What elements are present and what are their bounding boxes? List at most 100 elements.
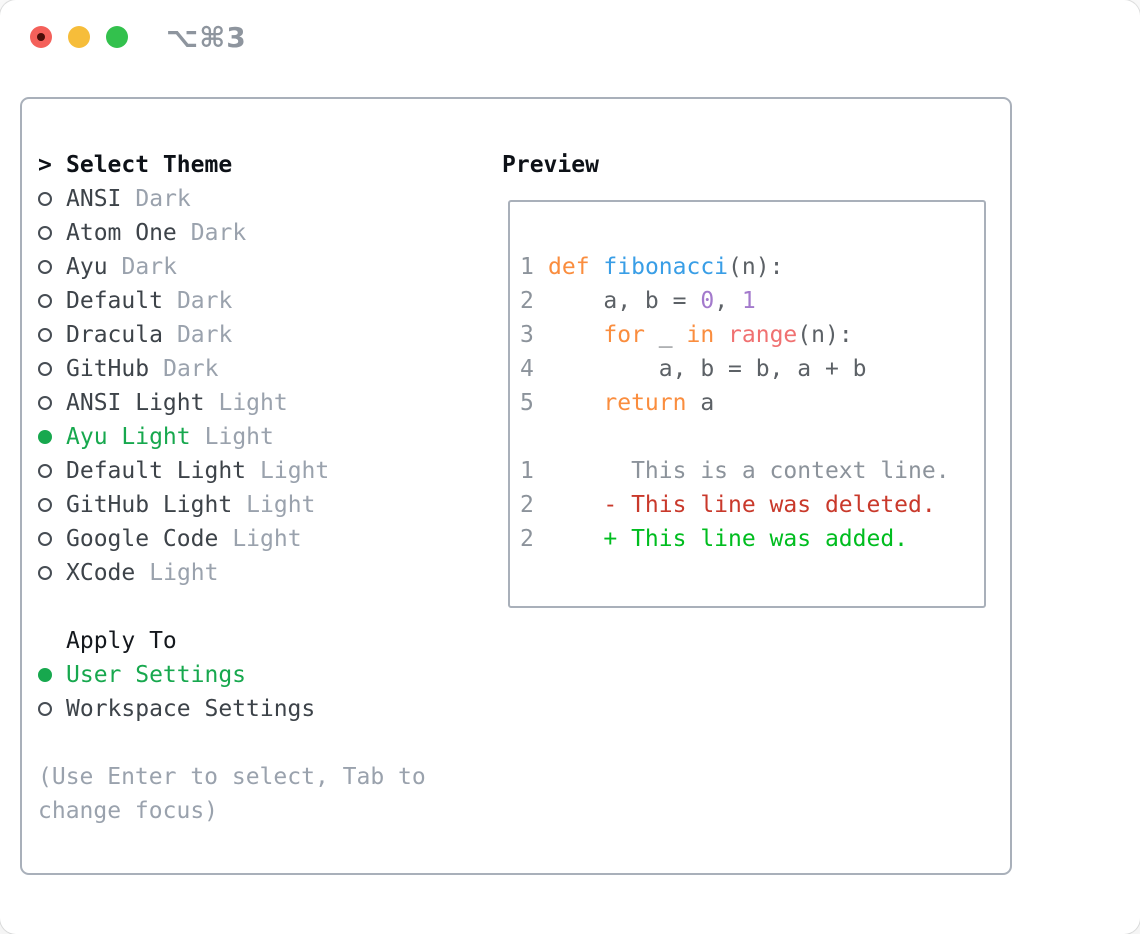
line-number: 2: [520, 526, 534, 552]
apply-option-label: Workspace Settings: [66, 696, 316, 722]
radio-icon: [38, 352, 66, 386]
code-tokens: return a: [603, 390, 715, 416]
theme-variant-tag: Dark: [135, 186, 191, 212]
theme-item-label: GitHub: [66, 356, 150, 382]
code-tokens: def fibonacci(n):: [548, 254, 784, 280]
theme-item-label: Ayu Light: [66, 424, 191, 450]
spacer-row: [38, 726, 426, 760]
line-number: 2: [520, 288, 534, 314]
code-tokens: a, b = b, a + b: [548, 356, 867, 382]
code-tokens: for _ in range(n):: [603, 322, 853, 348]
line-number: 2: [520, 492, 534, 518]
radio-icon: [38, 182, 66, 216]
apply-option-label: User Settings: [66, 662, 247, 688]
line-number: 1: [520, 458, 534, 484]
apply-to-title: Apply To: [66, 628, 177, 654]
code-tokens: a, b = 0, 1: [548, 288, 756, 314]
radio-icon: [38, 284, 66, 318]
hint-line-2: change focus): [38, 794, 426, 828]
theme-item-label: Ayu: [66, 254, 108, 280]
theme-item-label: GitHub Light: [66, 492, 233, 518]
prompt-icon: >: [38, 152, 52, 178]
theme-item-label: Dracula: [66, 322, 163, 348]
code-line: 2 - This line was deleted.: [520, 488, 950, 522]
radio-icon: [38, 454, 66, 488]
theme-item-default-light[interactable]: Default Light Light: [38, 454, 426, 488]
theme-variant-tag: Light: [218, 390, 288, 416]
code-line: [520, 420, 950, 454]
code-line: 2 + This line was added.: [520, 522, 950, 556]
code-tokens: - This line was deleted.: [548, 492, 936, 518]
preview-title: Preview: [502, 152, 599, 178]
radio-icon: [38, 318, 66, 352]
theme-item-label: ANSI Light: [66, 390, 205, 416]
apply-option-workspace-settings[interactable]: Workspace Settings: [38, 692, 426, 726]
code-tokens: This is a context line.: [548, 458, 950, 484]
indent-spacer: [38, 624, 66, 658]
theme-item-github-light[interactable]: GitHub Light Light: [38, 488, 426, 522]
line-number: 3: [520, 322, 534, 348]
apply-to-header-row: Apply To: [38, 624, 426, 658]
close-button[interactable]: [30, 26, 52, 48]
theme-item-github[interactable]: GitHub Dark: [38, 352, 426, 386]
hint-text: change focus): [38, 798, 219, 824]
picker-header-row: > Select Theme: [38, 148, 426, 182]
line-number: 4: [520, 356, 534, 382]
theme-variant-tag: Dark: [176, 322, 233, 348]
theme-variant-tag: Light: [260, 458, 330, 484]
radio-icon: [38, 692, 66, 726]
radio-icon: [38, 556, 66, 590]
radio-selected-icon: [38, 658, 66, 692]
theme-item-xcode[interactable]: XCode Light: [38, 556, 426, 590]
code-line: 3 for _ in range(n):: [520, 318, 950, 352]
theme-variant-tag: Dark: [121, 254, 177, 280]
theme-variant-tag: Light: [246, 492, 316, 518]
radio-icon: [38, 250, 66, 284]
theme-variant-tag: Dark: [176, 288, 233, 314]
code-tokens: + This line was added.: [548, 526, 909, 552]
radio-icon: [38, 386, 66, 420]
theme-item-ayu[interactable]: Ayu Dark: [38, 250, 426, 284]
titlebar: ⌥⌘3: [0, 0, 1140, 74]
hint-text: (Use Enter to select, Tab to: [38, 764, 426, 790]
theme-item-label: ANSI: [66, 186, 122, 212]
zoom-button[interactable]: [106, 26, 128, 48]
theme-item-label: Google Code: [66, 526, 219, 552]
line-number: 5: [520, 390, 534, 416]
minimize-button[interactable]: [68, 26, 90, 48]
picker-title: Select Theme: [66, 152, 233, 178]
code-line: 4 a, b = b, a + b: [520, 352, 950, 386]
theme-item-ansi-light[interactable]: ANSI Light Light: [38, 386, 426, 420]
theme-variant-tag: Light: [232, 526, 302, 552]
theme-variant-tag: Light: [149, 560, 219, 586]
radio-icon: [38, 216, 66, 250]
theme-item-label: Atom One: [66, 220, 177, 246]
theme-item-label: Default: [66, 288, 163, 314]
code-line: 1 This is a context line.: [520, 454, 950, 488]
code-line: 2 a, b = 0, 1: [520, 284, 950, 318]
code-line: 5 return a: [520, 386, 950, 420]
spacer-row: [38, 590, 426, 624]
theme-item-default[interactable]: Default Dark: [38, 284, 426, 318]
apply-option-user-settings[interactable]: User Settings: [38, 658, 426, 692]
theme-item-dracula[interactable]: Dracula Dark: [38, 318, 426, 352]
theme-item-label: XCode: [66, 560, 136, 586]
code-line: 1 def fibonacci(n):: [520, 250, 950, 284]
window-shortcut-label: ⌥⌘3: [166, 21, 247, 54]
theme-item-ansi[interactable]: ANSI Dark: [38, 182, 426, 216]
theme-item-label: Default Light: [66, 458, 247, 484]
line-number: 1: [520, 254, 534, 280]
theme-item-google-code[interactable]: Google Code Light: [38, 522, 426, 556]
theme-variant-tag: Dark: [163, 356, 219, 382]
hint-line-1: (Use Enter to select, Tab to: [38, 760, 426, 794]
radio-icon: [38, 522, 66, 556]
